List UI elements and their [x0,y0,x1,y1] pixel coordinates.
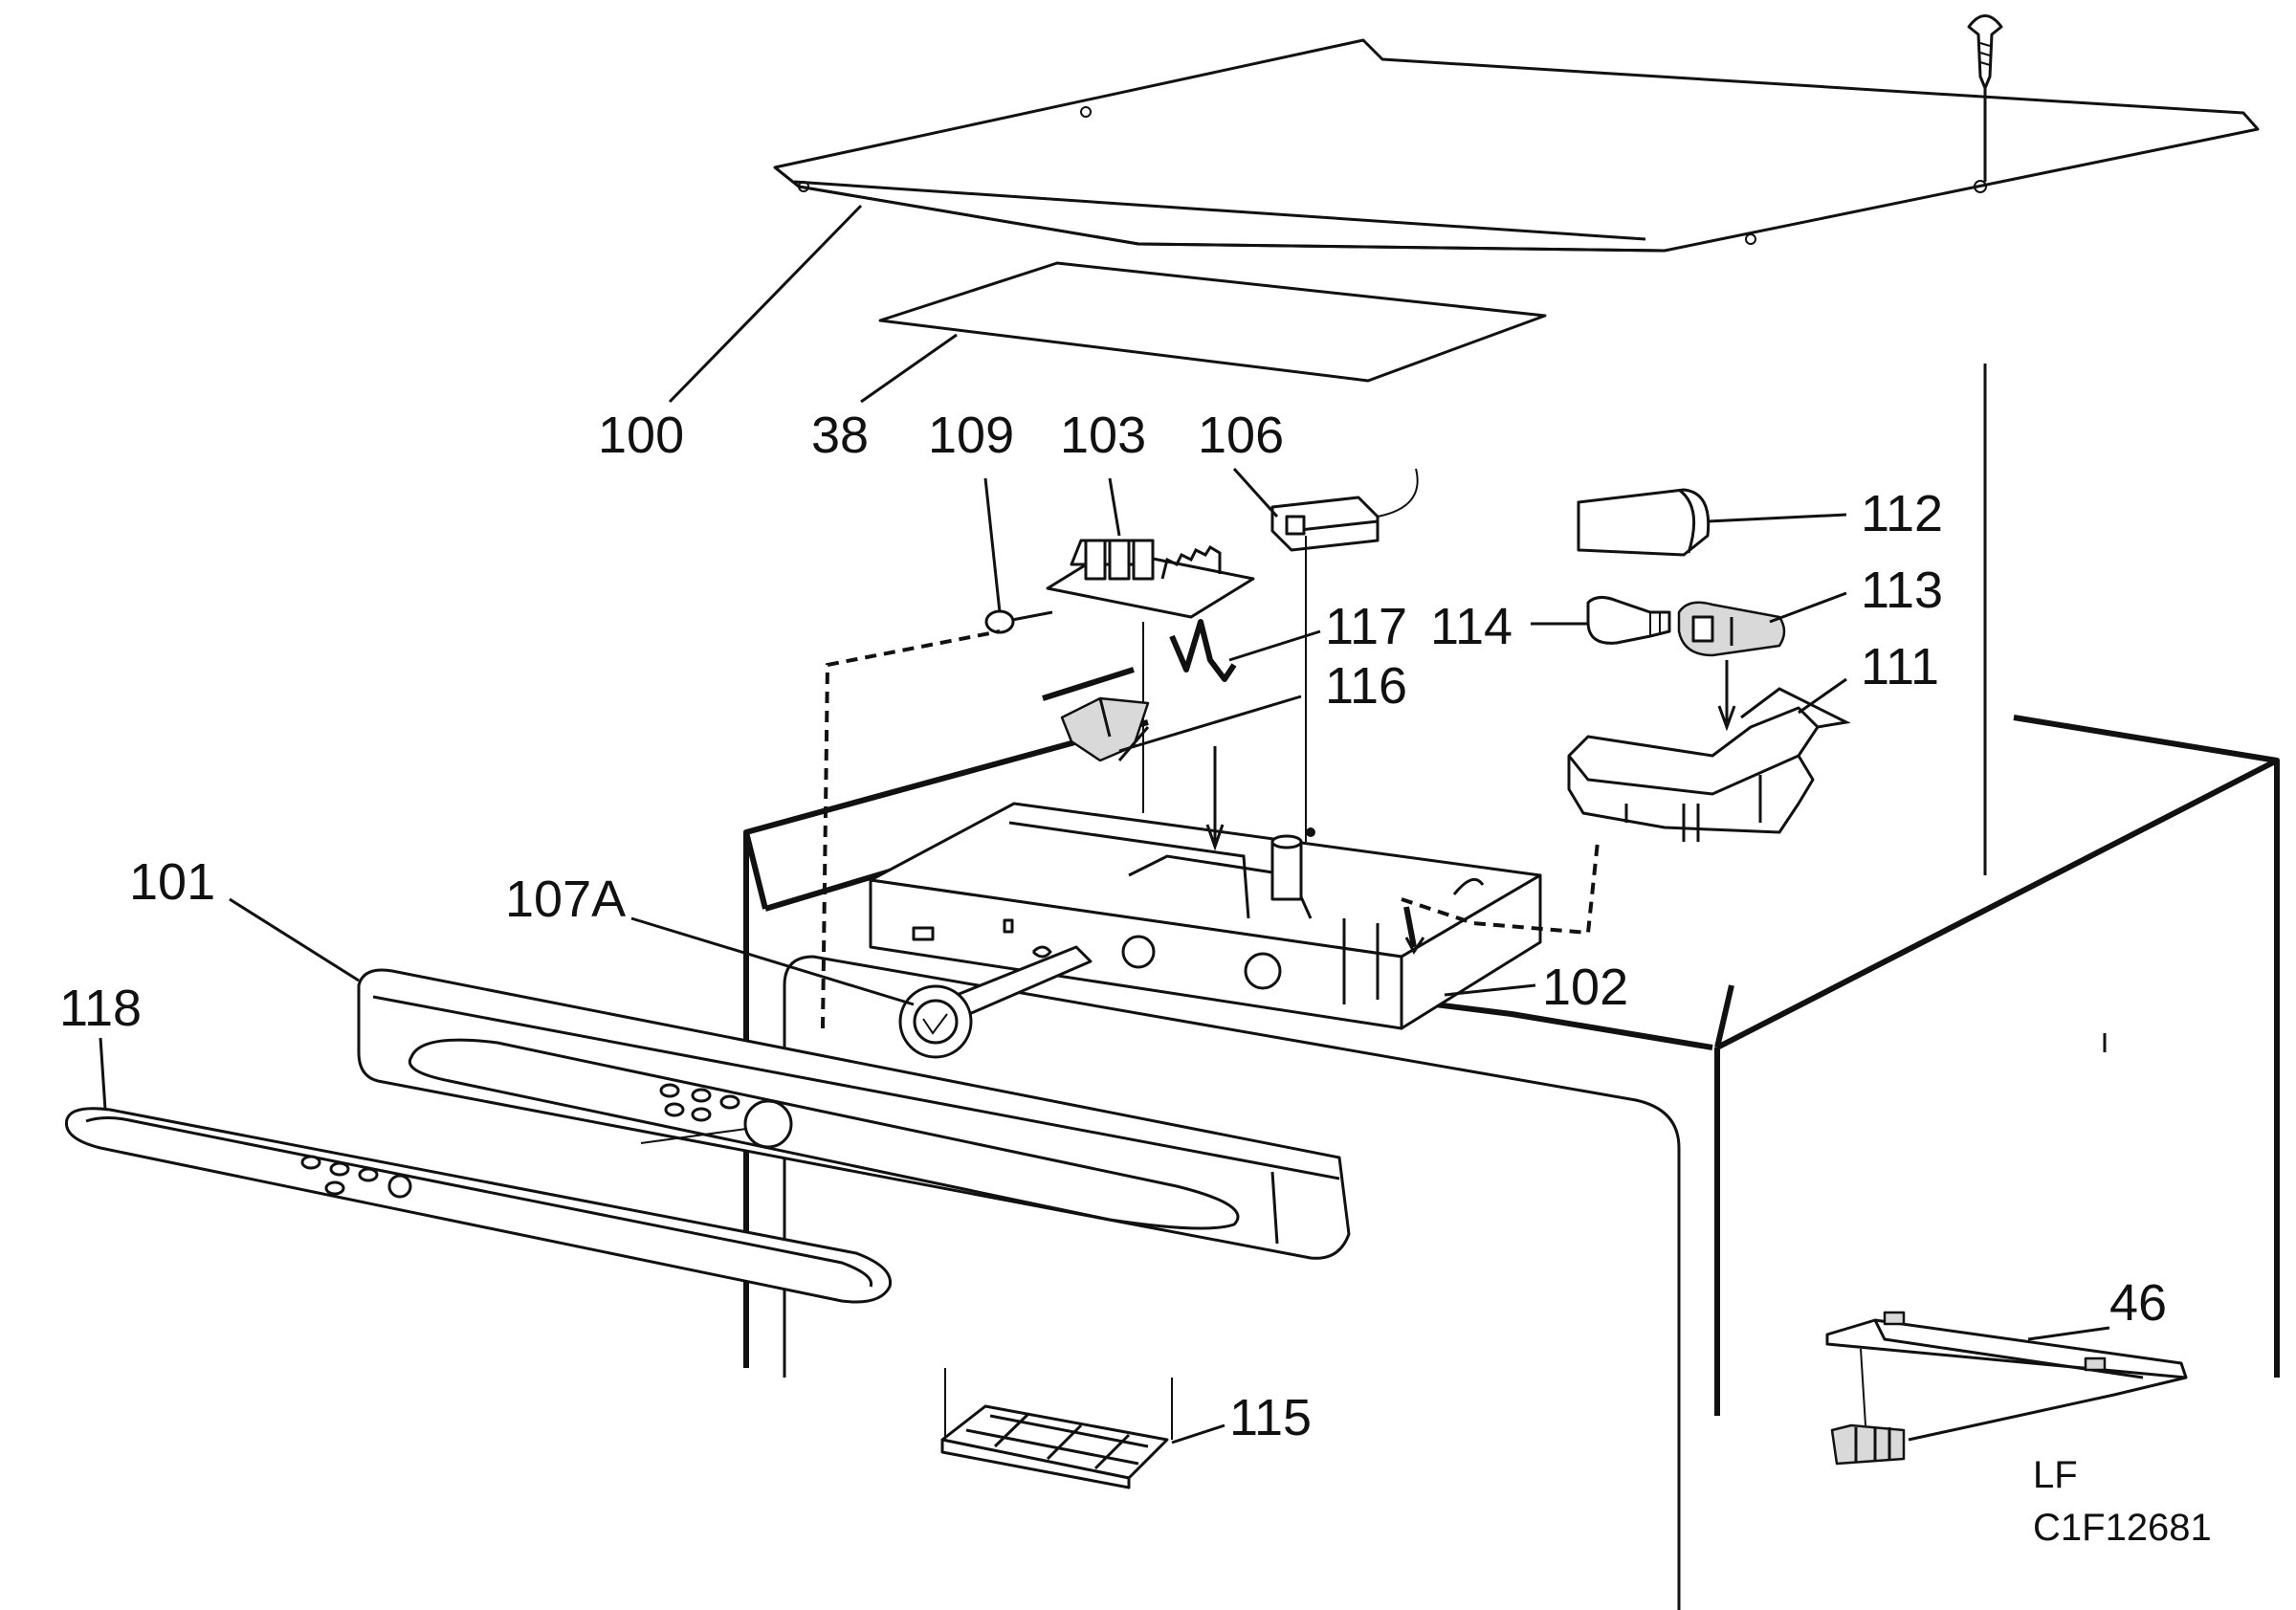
label-46: 46 [2109,1274,2167,1332]
lamp-bulb [1586,596,1671,645]
label-102: 102 [1542,959,1628,1016]
mounting-bracket [1825,1311,2188,1466]
assembly-arrows [1205,660,1736,955]
label-114: 114 [1430,598,1512,655]
decor-strip [64,1107,893,1304]
filter-grille [940,1368,1173,1489]
lamp-housing [1567,687,1851,842]
terminal-block [1046,539,1255,813]
cabinet-outline [743,364,2280,1610]
label-113: 113 [1861,562,1943,619]
label-115: 115 [1229,1389,1312,1446]
label-117: 117 [1325,598,1407,655]
label-112: 112 [1861,485,1943,542]
control-panel [357,968,1351,1260]
label-107a: 107A [505,871,626,928]
latch-clip [1042,667,1150,762]
label-101: 101 [129,853,215,911]
drawing-code: LF C1F12681 [2033,1454,2212,1549]
label-38: 38 [811,407,869,464]
label-106: 106 [1198,407,1284,464]
top-cover [773,38,2260,253]
lamp-holder [1677,601,1786,657]
drawing-code-line2: C1F12681 [2033,1507,2212,1549]
label-100: 100 [598,407,684,464]
screw-icon [1967,14,2003,182]
leader-lines [99,204,2110,1445]
small-knob [984,609,1053,634]
lamp-cover [1577,488,1711,557]
insulation-sheet [878,261,1547,383]
label-118: 118 [59,980,142,1037]
label-116: 116 [1325,657,1407,715]
label-111: 111 [1861,638,1939,695]
label-109: 109 [928,407,1014,464]
dashed-routing [821,629,1600,1029]
part-labels: 100 38 109 103 106 112 113 114 117 116 1… [59,407,2167,1446]
control-housing [869,802,1542,1030]
drawing-code-line1: LF [2033,1454,2078,1496]
wire-spring [1169,619,1237,682]
door-switch [1270,468,1419,842]
label-103: 103 [1060,407,1146,464]
control-knob [898,945,1093,1059]
